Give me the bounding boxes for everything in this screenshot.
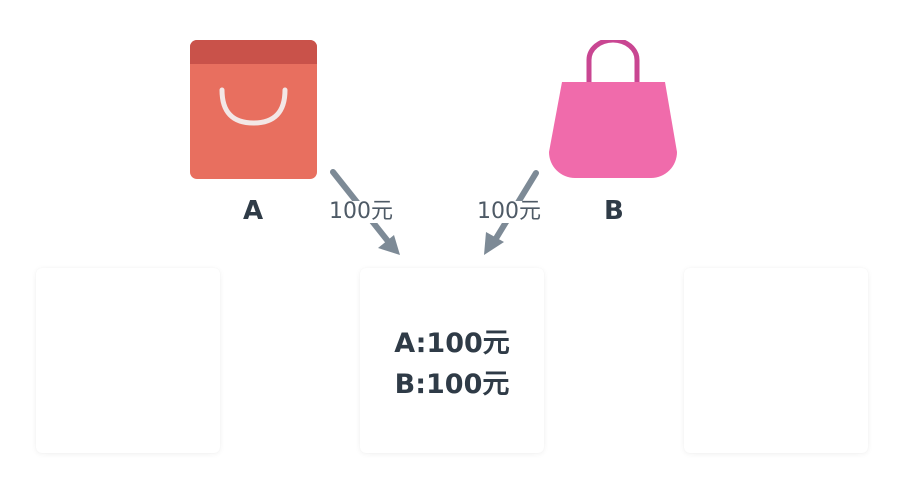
transfer-amount-a: 100元 <box>327 199 395 224</box>
bag-a-label: A <box>243 196 264 226</box>
bag-b-label: B <box>604 196 624 226</box>
handbag-icon <box>549 40 677 178</box>
transfer-amount-b: 100元 <box>475 199 543 224</box>
shopping-bag-icon <box>190 40 317 179</box>
balance-list: A:100元 B:100元 <box>360 323 544 405</box>
balance-a: A:100元 <box>394 328 510 359</box>
balance-b: B:100元 <box>394 369 510 400</box>
card-right <box>684 268 868 453</box>
balance-card: A:100元 B:100元 <box>360 268 544 453</box>
card-left <box>36 268 220 453</box>
